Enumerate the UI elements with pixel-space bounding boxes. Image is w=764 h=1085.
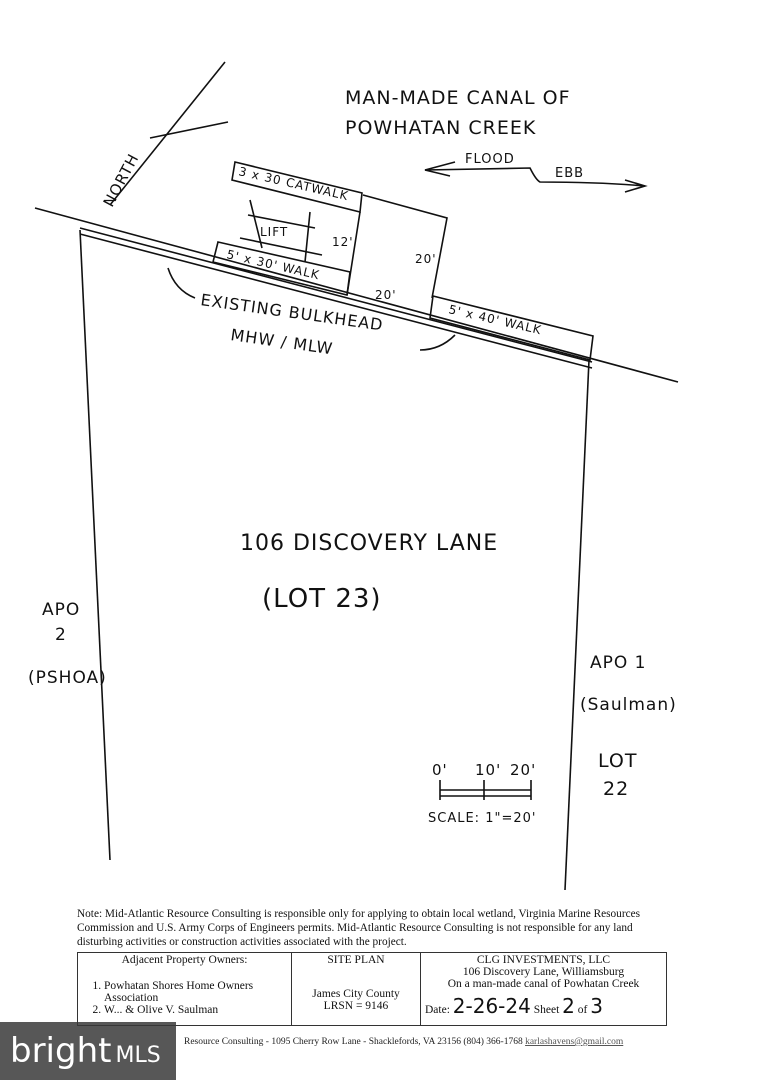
- scale-tick-20: 20': [510, 761, 536, 779]
- company: CLG INVESTMENTS, LLC: [476, 954, 611, 966]
- scale-tick-0: 0': [432, 761, 448, 779]
- boat-slip: [346, 194, 448, 299]
- flood-arrowhead-icon: [424, 161, 456, 177]
- owner-item: W... & Olive V. Saulman: [104, 1004, 287, 1016]
- footer-text: Resource Consulting - 1095 Cherry Row La…: [184, 1037, 523, 1047]
- shoreline: [34, 207, 679, 383]
- lot-number: (LOT 23): [262, 584, 382, 614]
- ebb-arrowhead-icon: [624, 179, 648, 193]
- property-line-left: [79, 229, 111, 861]
- footer: Resource Consulting - 1095 Cherry Row La…: [184, 1037, 623, 1047]
- lift-label: LIFT: [260, 225, 288, 239]
- project-location: On a man-made canal of Powhatan Creek: [447, 978, 640, 990]
- ebb-label: EBB: [555, 166, 584, 181]
- bulkhead-arrow-icon: [419, 334, 456, 351]
- north-arrow: [109, 61, 226, 206]
- flood-label: FLOOD: [465, 152, 515, 167]
- boat-lift: [239, 199, 323, 263]
- site-plan-cell: SITE PLAN James City County LRSN = 9146: [291, 952, 421, 1026]
- owners-header: Adjacent Property Owners:: [121, 954, 248, 966]
- owner-item: Powhatan Shores Home Owners Association: [104, 980, 287, 1004]
- sheet-number: 2: [562, 994, 575, 1018]
- bulkhead-label-1: EXISTING BULKHEAD: [199, 290, 384, 334]
- footer-email: karlashavens@gmail.com: [525, 1037, 624, 1047]
- title-block: Adjacent Property Owners: Powhatan Shore…: [77, 952, 667, 1026]
- date: 2-26-24: [452, 994, 531, 1018]
- north-arrow-tick: [149, 121, 229, 139]
- dim-20-horizontal: 20': [375, 288, 397, 302]
- apo2-label-2: 2: [55, 625, 67, 645]
- canal-label-2: POWHATAN CREEK: [345, 117, 536, 139]
- flow-arrow: [424, 167, 646, 187]
- dim-12: 12': [332, 235, 354, 249]
- county: James City County: [312, 988, 400, 1000]
- sheet-total: 3: [590, 994, 603, 1018]
- north-label: NORTH: [100, 150, 143, 209]
- apo2-label-3: (PSHOA): [28, 668, 107, 688]
- disclaimer-note: Note: Mid-Atlantic Resource Consulting i…: [77, 908, 641, 948]
- scale-tick-10: 10': [475, 761, 501, 779]
- scale-bar: [439, 780, 532, 800]
- bulkhead-line: [79, 227, 593, 363]
- property-line-right: [564, 359, 590, 891]
- project-cell: CLG INVESTMENTS, LLC 106 Discovery Lane,…: [420, 952, 667, 1026]
- bulkhead-label-2: MHW / MLW: [229, 325, 334, 358]
- catwalk-label: 3 x 30 CATWALK: [237, 164, 350, 203]
- lot22-label-1: LOT: [598, 750, 637, 772]
- lot-address: 106 DISCOVERY LANE: [240, 531, 498, 556]
- scale-label: SCALE: 1"=20': [428, 811, 536, 826]
- lrsn: LRSN = 9146: [323, 1000, 389, 1012]
- dim-20-vertical: 20': [415, 252, 437, 266]
- canal-label-1: MAN-MADE CANAL OF: [345, 87, 571, 109]
- site-plan-title: SITE PLAN: [327, 954, 385, 966]
- apo1-label-1: APO 1: [590, 653, 646, 673]
- walk-40: [429, 295, 594, 362]
- lot22-label-2: 22: [603, 778, 629, 800]
- project-address: 106 Discovery Lane, Williamsburg: [462, 966, 625, 978]
- apo1-label-2: (Saulman): [580, 695, 677, 715]
- apo2-label-1: APO: [42, 600, 80, 620]
- walk-30: [212, 241, 351, 296]
- adjacent-owners-cell: Adjacent Property Owners: Powhatan Shore…: [77, 952, 292, 1026]
